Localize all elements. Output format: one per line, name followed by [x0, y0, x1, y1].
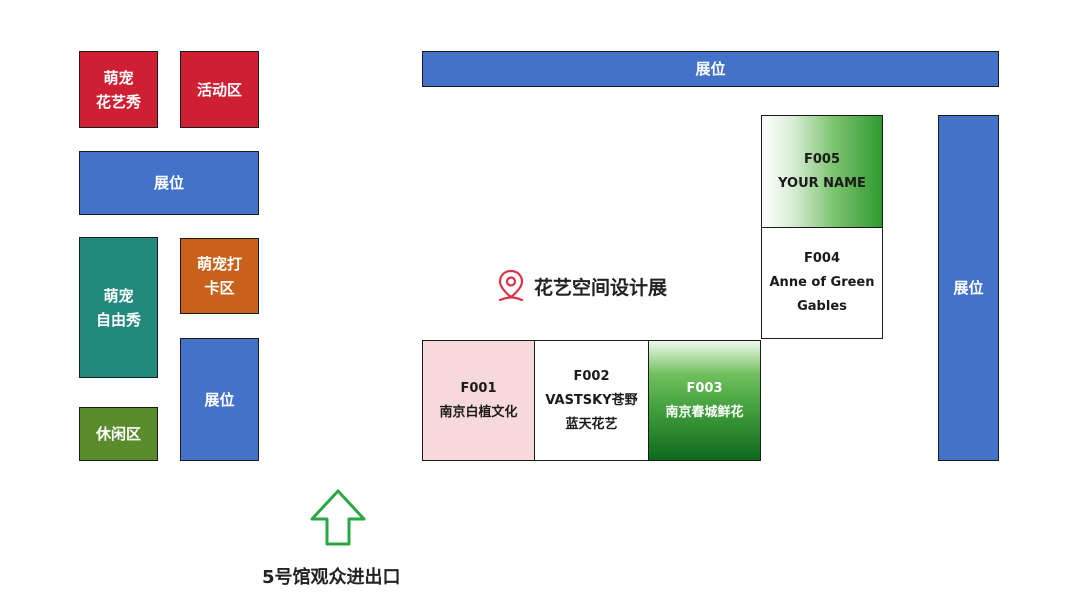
- zone-right-booth-label: 展位: [953, 279, 984, 297]
- booth-f001[interactable]: F001 南京白植文化: [422, 340, 535, 461]
- zone-pet-freedom-show-label: 萌宠 自由秀: [95, 286, 141, 329]
- booth-f004-code: F004: [803, 251, 841, 266]
- zone-activity-area[interactable]: 活动区: [180, 51, 259, 128]
- booth-f005[interactable]: F005 YOUR NAME: [761, 115, 883, 228]
- zone-activity-area-label: 活动区: [196, 80, 242, 99]
- zone-left-booth[interactable]: 展位: [79, 151, 259, 215]
- zone-top-booth-label: 展位: [695, 60, 726, 78]
- exhibition-title: 花艺空间设计展: [496, 268, 667, 304]
- zone-pet-freedom-show[interactable]: 萌宠 自由秀: [79, 237, 158, 378]
- booth-f003-name: 南京春城鲜花: [665, 404, 744, 420]
- booth-f004[interactable]: F004 Anne of Green Gables: [761, 227, 883, 339]
- up-arrow-icon: [310, 489, 366, 546]
- booth-f004-name: Anne of Green Gables: [769, 275, 875, 314]
- booth-f001-name: 南京白植文化: [439, 404, 518, 420]
- entrance-label: 5号馆观众进出口: [262, 567, 401, 588]
- zone-top-booth[interactable]: 展位: [422, 51, 999, 87]
- location-pin-icon: [498, 269, 524, 302]
- zone-pet-checkin[interactable]: 萌宠打 卡区: [180, 238, 259, 314]
- zone-right-booth[interactable]: 展位: [938, 115, 999, 461]
- booth-f003[interactable]: F003 南京春城鲜花: [648, 340, 761, 461]
- booth-f002-code: F002: [573, 368, 610, 384]
- zone-lower-booth-label: 展位: [204, 390, 235, 409]
- zone-leisure-area[interactable]: 休闲区: [79, 407, 158, 461]
- booth-f005-name: YOUR NAME: [778, 175, 866, 191]
- booth-f002[interactable]: F002 VASTSKY苍野 蓝天花艺: [534, 340, 649, 461]
- zone-left-booth-label: 展位: [153, 174, 184, 192]
- zone-pet-flower-show[interactable]: 萌宠 花艺秀: [79, 51, 158, 128]
- booth-f003-code: F003: [686, 380, 723, 396]
- exhibition-title-text: 花艺空间设计展: [534, 276, 668, 299]
- zone-leisure-area-label: 休闲区: [95, 425, 141, 443]
- zone-pet-checkin-label: 萌宠打 卡区: [196, 255, 242, 297]
- zone-lower-booth[interactable]: 展位: [180, 338, 259, 461]
- booth-f005-code: F005: [803, 151, 841, 167]
- booth-f002-name: VASTSKY苍野 蓝天花艺: [545, 392, 638, 432]
- booth-f001-code: F001: [460, 380, 497, 396]
- zone-pet-flower-show-label: 萌宠 花艺秀: [95, 68, 141, 111]
